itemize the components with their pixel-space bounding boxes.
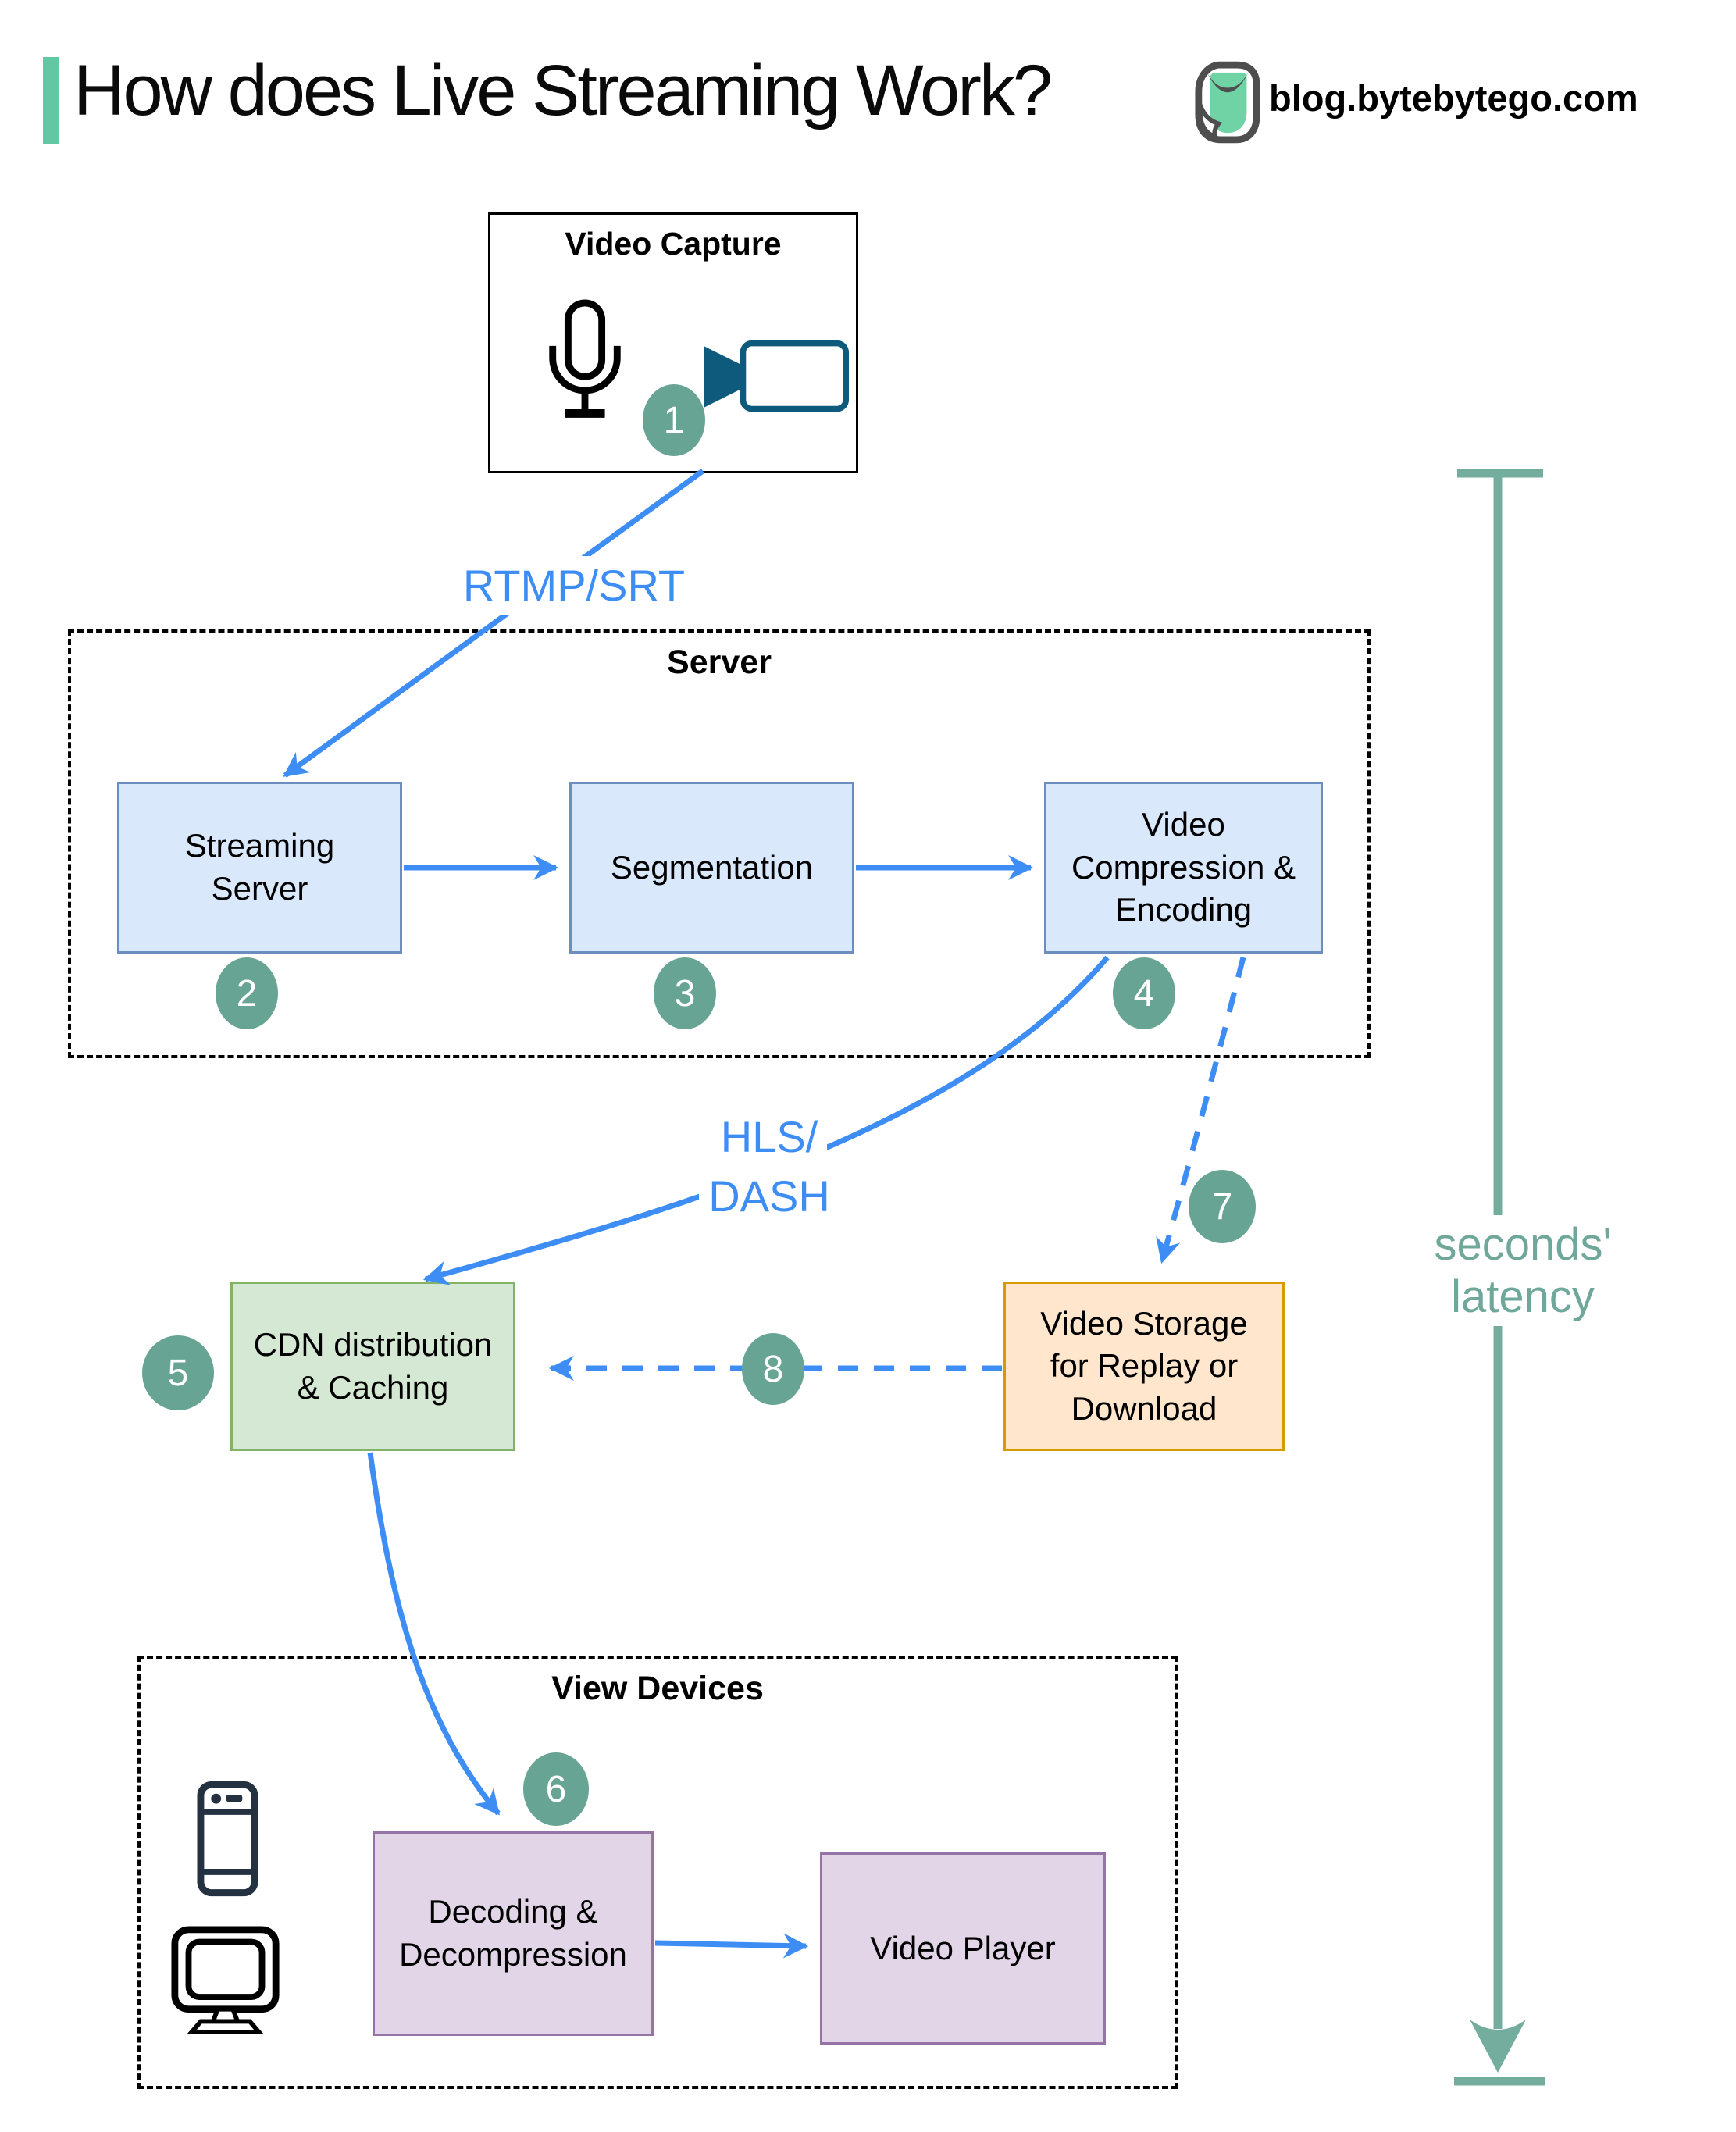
node-player-text: Video Player — [870, 1929, 1056, 1966]
node-decoding-text: Decoding & Decompression — [399, 1893, 627, 1973]
server-label: Server — [667, 644, 772, 681]
latency-arrowhead — [1470, 2020, 1526, 2073]
node-storage-text: Video Storage for Replay or Download — [1040, 1304, 1248, 1427]
step-badge-6: 6 — [523, 1752, 589, 1826]
step-badge-5: 5 — [142, 1335, 214, 1410]
view-devices-group: View Devices — [137, 1656, 1178, 2089]
step-badge-2: 2 — [216, 957, 278, 1029]
node-storage: Video Storage for Replay or Download — [1003, 1282, 1285, 1451]
microphone-icon — [549, 299, 621, 418]
monitor-icon — [171, 1926, 280, 2035]
node-cdn: CDN distribution & Caching — [230, 1282, 515, 1451]
video-capture-label: Video Capture — [565, 226, 782, 262]
node-decoding: Decoding & Decompression — [373, 1831, 654, 2036]
node-compression: Video Compression & Encoding — [1044, 782, 1323, 954]
hls-dash-label: HLS/ DASH — [633, 1107, 906, 1226]
node-streaming-server-text: Streaming Server — [184, 827, 335, 907]
step-badge-3: 3 — [654, 957, 716, 1029]
arrow-capture-to-streaming — [283, 469, 705, 778]
bytebytego-logo-icon — [1195, 61, 1260, 144]
page-title: How does Live Streaming Work? — [73, 51, 1053, 130]
arrow-cdn-to-decoding — [367, 1452, 501, 1816]
server-group: Server — [68, 629, 1371, 1058]
latency-label: seconds' latency — [1349, 1215, 1696, 1326]
accent-bar — [43, 57, 59, 144]
smartphone-icon — [197, 1781, 258, 1897]
arrow-compression-to-storage-dashed — [1156, 957, 1246, 1264]
step-badge-1: 1 — [643, 384, 705, 456]
step-badge-8: 8 — [742, 1333, 804, 1405]
node-segmentation-text: Segmentation — [610, 848, 814, 886]
arrow-decoding-to-player — [654, 1933, 809, 1959]
step-badge-7: 7 — [1189, 1170, 1256, 1243]
site-url: blog.bytebytego.com — [1269, 77, 1638, 119]
node-player: Video Player — [820, 1852, 1106, 2045]
video-camera-icon — [704, 340, 849, 412]
node-cdn-text: CDN distribution & Caching — [253, 1325, 493, 1406]
view-devices-label: View Devices — [551, 1670, 764, 1707]
node-compression-text: Video Compression & Encoding — [1071, 806, 1296, 929]
step-badge-4: 4 — [1113, 957, 1175, 1029]
node-segmentation: Segmentation — [569, 782, 854, 954]
node-streaming-server: Streaming Server — [117, 782, 402, 954]
rtmp-srt-label: RTMP/SRT — [418, 556, 730, 615]
